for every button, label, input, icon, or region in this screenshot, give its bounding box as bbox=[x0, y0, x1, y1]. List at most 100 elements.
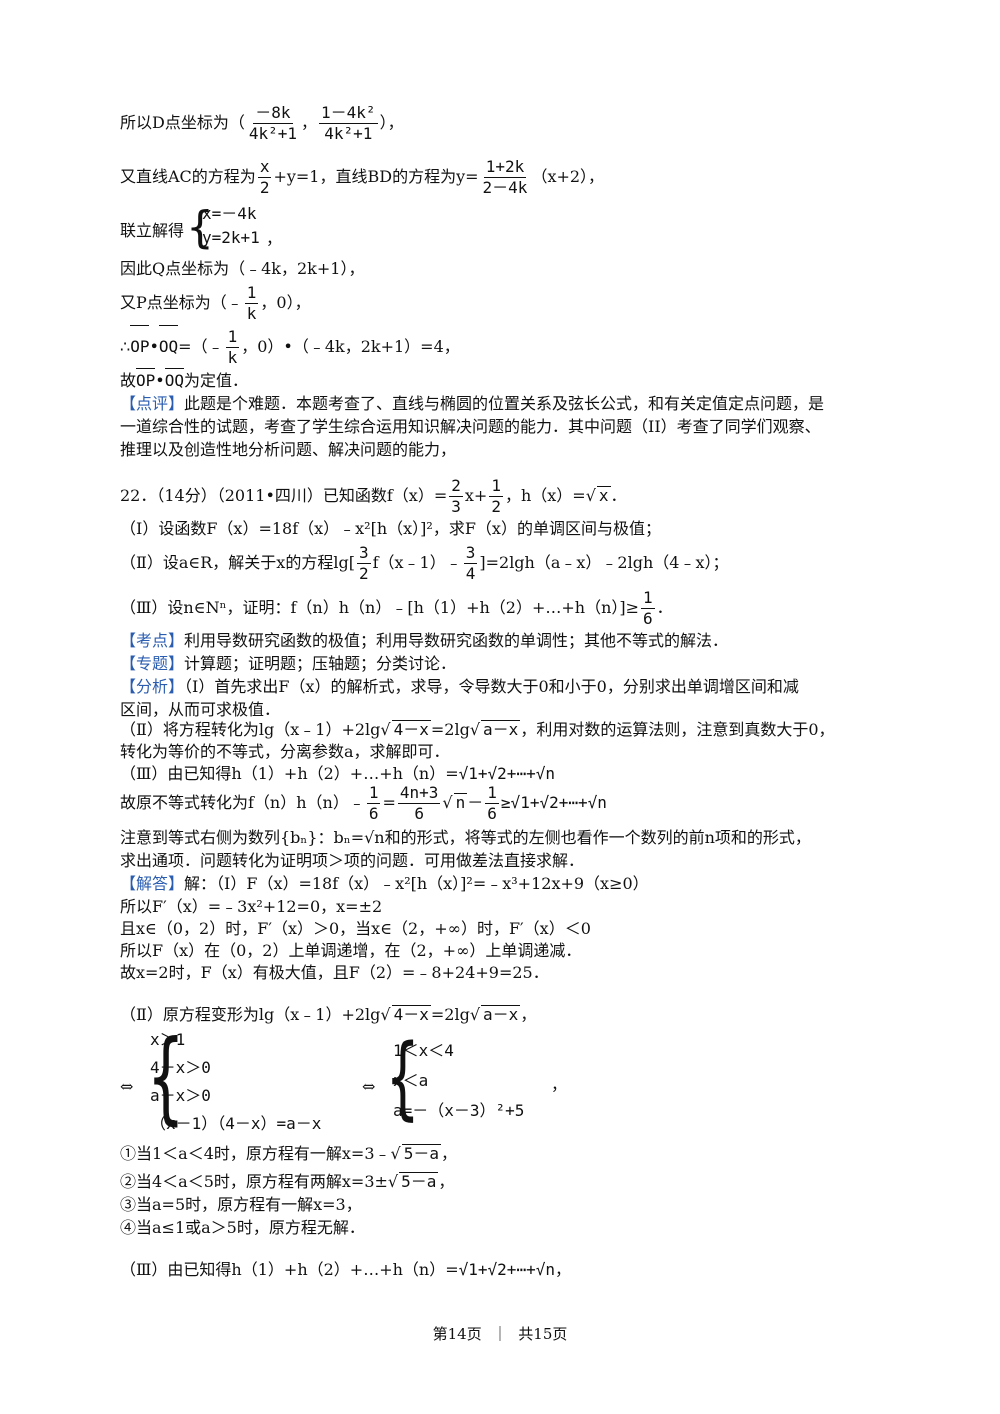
analysis-line-5: （Ⅲ）由已知得h（1）+h（2）+…+h（n）=√1+√2+⋯+√n bbox=[120, 760, 555, 788]
system-1: x＞1 4－x＞0 a－x＞0 （x－1）（4－x）=a－x bbox=[150, 1026, 321, 1138]
radical-sign: √ bbox=[442, 793, 453, 812]
solution-line-2: 所以F′（x）=﹣3x²+12=0，x=±2 bbox=[120, 897, 383, 916]
analysis-line-8: 求出通项．问题转化为证明项＞项的问题．可用做差法直接求解． bbox=[120, 851, 585, 870]
radical-sign: √ bbox=[469, 720, 481, 739]
review-line-3: 推理以及创造性地分析问题、解决问题的能力， bbox=[120, 440, 457, 459]
radical-sign: √ bbox=[380, 1005, 391, 1024]
radicand: 5－a bbox=[401, 1144, 441, 1163]
text: 22．（14分）（2011•四川）已知函数f（x）= bbox=[120, 486, 448, 505]
numerator: 1 bbox=[366, 783, 381, 804]
part-3-start: （Ⅲ）由已知得h（1）+h（2）+…+h（n）=√1+√2+⋯+√n， bbox=[120, 1256, 571, 1284]
text: （Ⅲ）由已知得h（1）+h（2）+…+h（n）= bbox=[120, 1260, 459, 1279]
left-brace: { bbox=[146, 1018, 185, 1135]
radical-sign: √ bbox=[387, 1172, 399, 1191]
system-row: 1＜x＜4 bbox=[393, 1041, 454, 1060]
analysis-line-7: 注意到等式右侧为数列{bₙ}：bₙ=√n和的形式，将等式的左侧也看作一个数列的前… bbox=[120, 828, 811, 847]
numerator: 2 bbox=[449, 476, 463, 497]
text: ，0）•（﹣4k，2k+1）=4， bbox=[241, 337, 460, 356]
denominator: 4k²+1 bbox=[324, 124, 373, 143]
radicand: x bbox=[596, 486, 611, 505]
system-row: 4－x＞0 bbox=[150, 1058, 211, 1077]
radical-sign: √ bbox=[390, 1144, 401, 1163]
system-rows: x=－4k y=2k+1 bbox=[202, 202, 260, 250]
separator: ｜ bbox=[492, 1325, 508, 1343]
text: ， bbox=[441, 1144, 458, 1163]
text: 故 bbox=[120, 371, 137, 390]
analysis-line-2: 区间，从而可求极值． bbox=[120, 700, 281, 719]
q-coordinate-line: 因此Q点坐标为（﹣4k，2k+1）， bbox=[120, 259, 365, 278]
system-row: x=－4k bbox=[202, 204, 257, 223]
text: 所以D点坐标为（ bbox=[120, 113, 245, 132]
text: 又直线AC的方程为 bbox=[120, 167, 256, 186]
denominator: 2－4k bbox=[482, 178, 528, 197]
text: （x+2）， bbox=[531, 167, 605, 186]
radicand: a－x bbox=[481, 1005, 521, 1024]
denominator: 6 bbox=[368, 804, 379, 823]
numerator: 1 bbox=[489, 476, 503, 497]
text: ，0）， bbox=[260, 293, 311, 312]
text: ∴ bbox=[120, 337, 131, 356]
review-line-2: 一道综合性的试题，考查了学生综合运用知识解决问题的能力．其中问题（II）考查了同… bbox=[120, 417, 821, 436]
text: （Ⅲ）设n∈Nⁿ，证明：f（n）h（n）﹣[h（1）+h（2）+…+h（n）]≥ bbox=[120, 598, 640, 617]
page-footer: 第14页 ｜ 共15页 bbox=[0, 1323, 1000, 1344]
page-total: 共15页 bbox=[518, 1325, 568, 1343]
radical-sign: √ bbox=[380, 720, 391, 739]
numerator: 4n+3 bbox=[397, 783, 441, 804]
numerator: 1 bbox=[641, 588, 655, 609]
solution-line-5: 故x=2时，F（x）有极大值，且F（2）=﹣8+24+9=25． bbox=[120, 963, 549, 982]
denominator: 3 bbox=[451, 497, 461, 516]
case-1: ①当1＜a＜4时，原方程有一解x=3﹣√5－a， bbox=[120, 1140, 457, 1168]
question-part-3: （Ⅲ）设n∈Nⁿ，证明：f（n）h（n）﹣[h（1）+h（2）+…+h（n）]≥… bbox=[120, 586, 673, 630]
radicand: 4－x bbox=[391, 720, 431, 739]
vector-op: OP bbox=[130, 325, 150, 367]
analysis-line-1: 【分析】（Ⅰ）首先求出F（x）的解析式，求导，令导数大于0和小于0，分别求出单调… bbox=[120, 676, 799, 698]
text: 联立解得 bbox=[120, 221, 185, 240]
text: 又P点坐标为（﹣ bbox=[120, 293, 243, 312]
solve-system-line: 联立解得 bbox=[120, 220, 184, 242]
case-4: ④当a≤1或a＞5时，原方程无解． bbox=[120, 1218, 365, 1237]
text: ②当4＜a＜5时，原方程有两解x=3± bbox=[120, 1172, 388, 1191]
denominator: 6 bbox=[487, 804, 497, 823]
system-row: x＜a bbox=[393, 1071, 429, 1090]
text: ]=2lgh（a﹣x）﹣2lgh（4﹣x）； bbox=[479, 553, 729, 572]
left-brace: { bbox=[186, 202, 214, 253]
vector-oq: OQ bbox=[158, 325, 179, 367]
denominator: k bbox=[246, 304, 257, 323]
system-row: a=－（x－3）²+5 bbox=[393, 1101, 525, 1120]
left-brace: { bbox=[385, 1025, 420, 1130]
comma: ， bbox=[266, 229, 283, 248]
text: 利用导数研究函数的极值；利用导数研究函数的单调性；其他不等式的解法． bbox=[184, 631, 729, 650]
text: =2lg bbox=[430, 720, 470, 739]
text: 解：（Ⅰ）F（x）=18f（x）﹣x²[h（x）]²=﹣x³+12x+9（x≥0… bbox=[184, 874, 649, 893]
solution-line-3: 且x∈（0，2）时，F′（x）＞0，当x∈（2，+∞）时，F′（x）＜0 bbox=[120, 919, 591, 938]
topic-tag: 【考点】 bbox=[120, 631, 185, 650]
text: ， bbox=[438, 1172, 455, 1191]
denominator: 2 bbox=[358, 564, 369, 583]
text: ． bbox=[610, 486, 627, 505]
numerator: 3 bbox=[463, 543, 478, 564]
page-number: 第14页 bbox=[432, 1325, 482, 1343]
text: =（﹣ bbox=[178, 337, 224, 356]
conclusion-line: 故OP•OQ为定值． bbox=[120, 368, 248, 392]
denominator: 4k²+1 bbox=[248, 124, 298, 143]
numerator: 3 bbox=[356, 543, 371, 564]
text: ①当1＜a＜4时，原方程有一解x=3﹣ bbox=[120, 1144, 391, 1163]
text: （Ⅱ）设a∈R，解关于x的方程lg[ bbox=[120, 553, 355, 572]
equiv-arrow: ⇔ bbox=[362, 1077, 376, 1096]
review-tag: 【点评】 bbox=[120, 394, 185, 413]
